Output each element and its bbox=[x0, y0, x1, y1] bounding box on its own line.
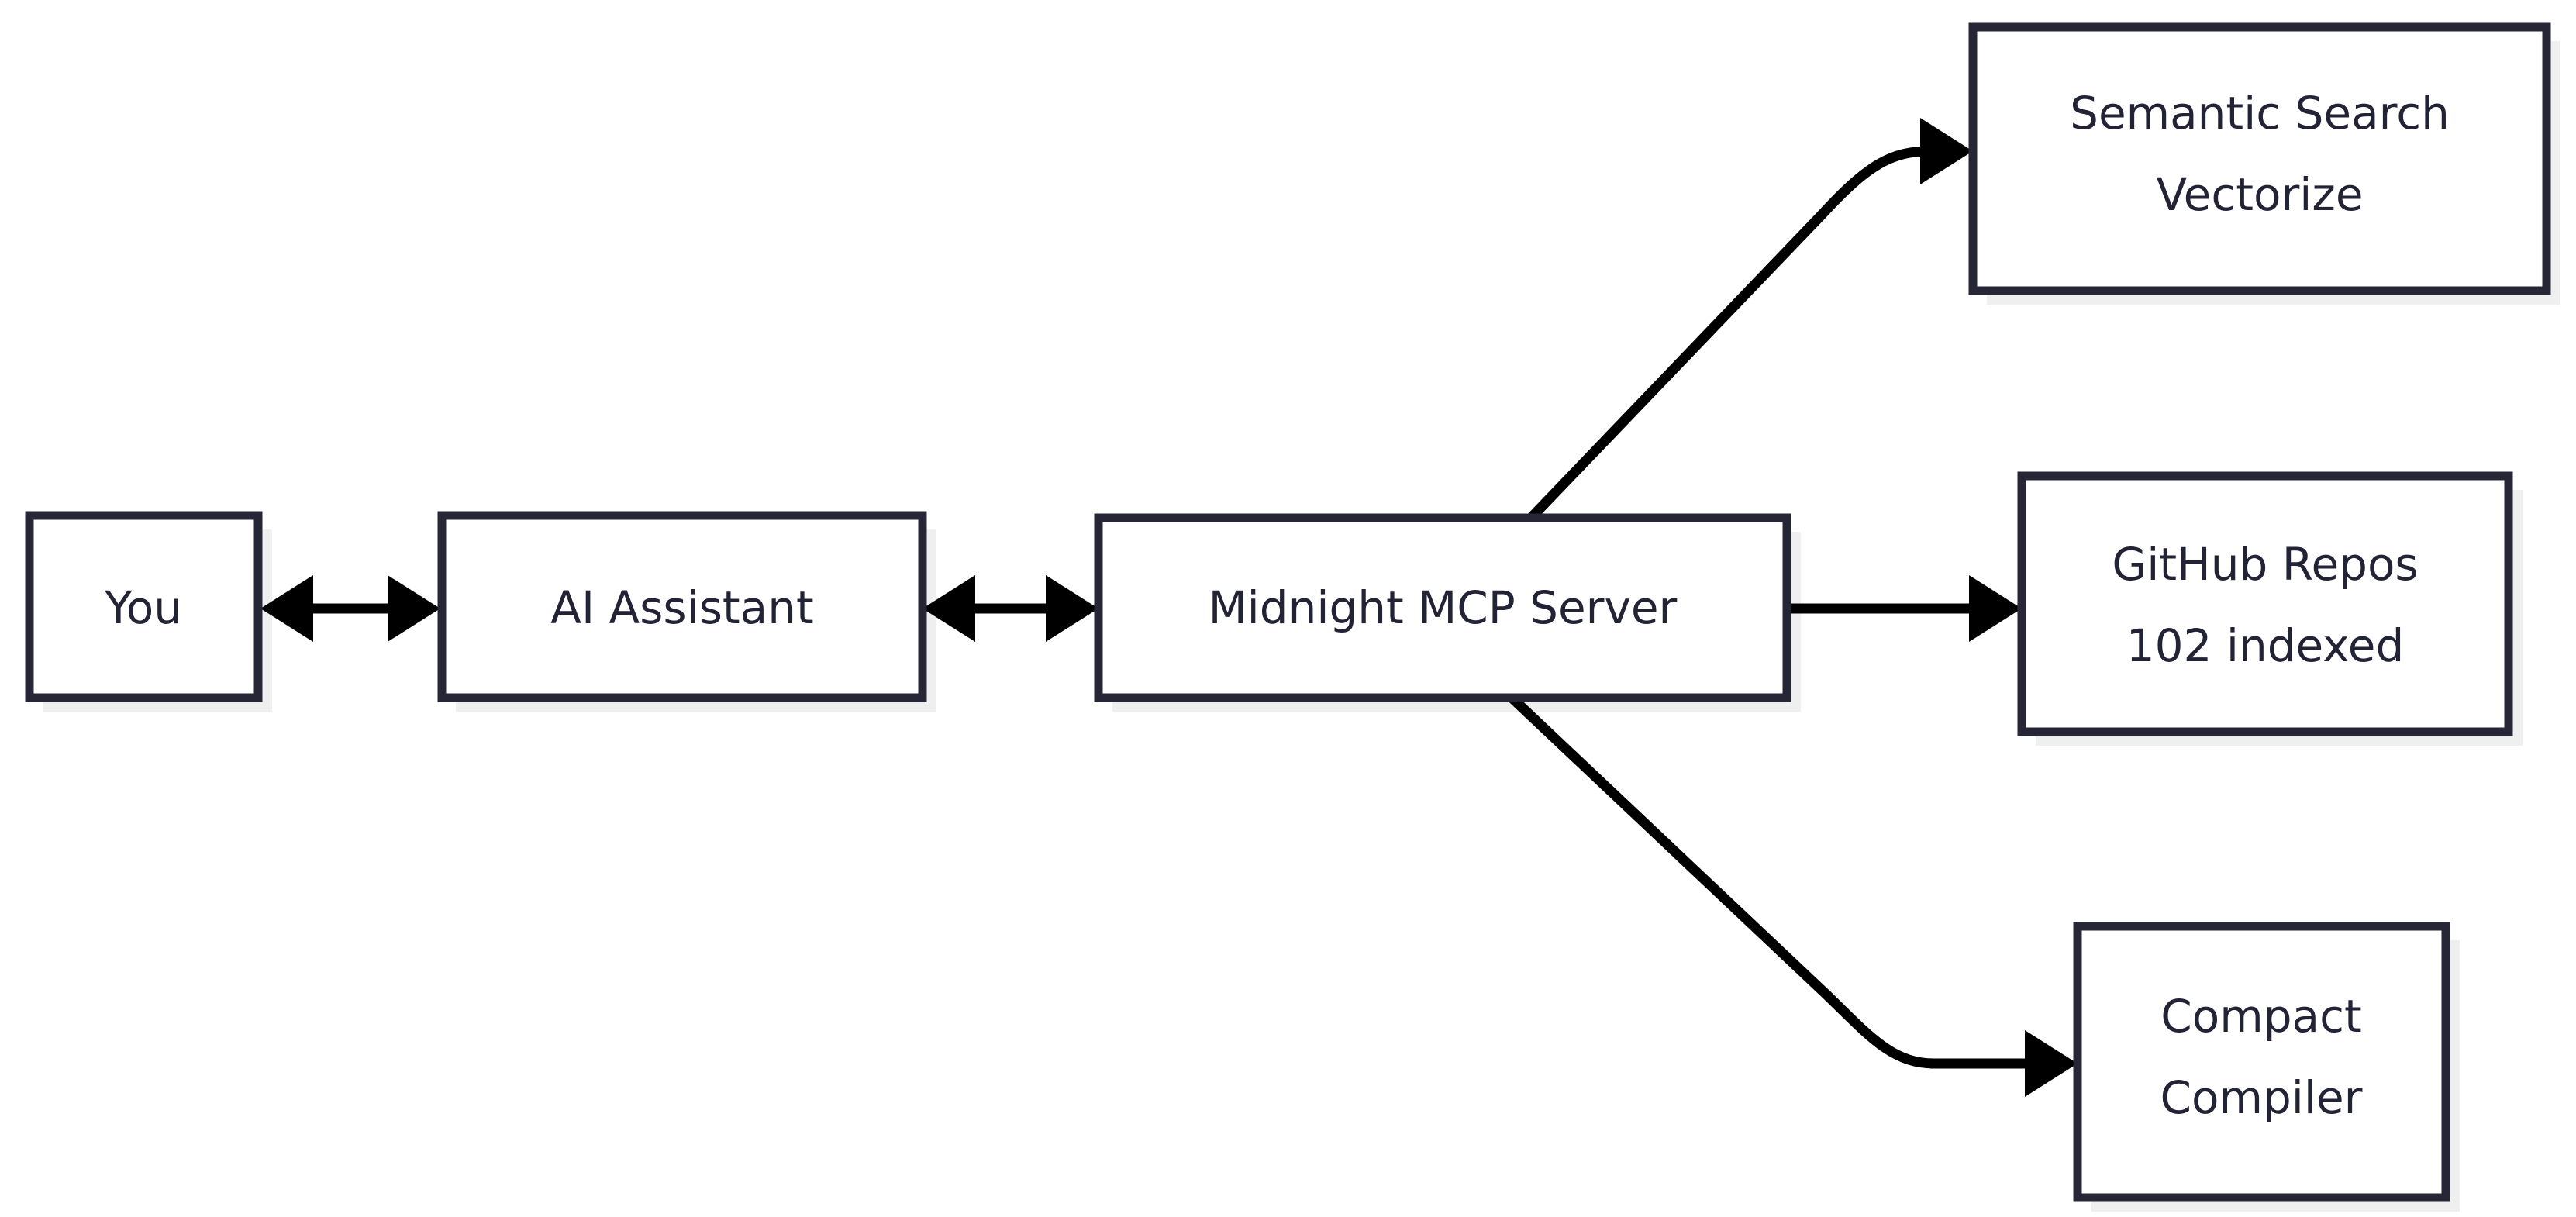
you-node-label: You bbox=[104, 581, 182, 634]
ai-assistant-node-label: AI Assistant bbox=[550, 581, 813, 634]
semantic-search-vectorize-node-label-line2: Vectorize bbox=[2156, 168, 2363, 221]
node-layer: You AI Assistant Midnight MCP Server Sem… bbox=[25, 22, 2551, 1202]
edge-you-to-ai-assistant bbox=[260, 575, 440, 642]
you-node-box[interactable] bbox=[25, 511, 263, 702]
edge-ai-mcp-arrowhead-right bbox=[1046, 575, 1098, 642]
edge-mcp-github-arrowhead bbox=[1969, 575, 2022, 642]
edge-mcp-server-to-semantic-search bbox=[1527, 118, 1973, 522]
semantic-search-vectorize-node-box[interactable] bbox=[1968, 22, 2551, 295]
edge-you-ai-arrowhead-right bbox=[388, 575, 440, 642]
edge-ai-assistant-to-mcp-server bbox=[922, 575, 1098, 642]
midnight-mcp-server-node-box[interactable] bbox=[1094, 513, 1791, 702]
compact-compiler-node[interactable]: Compact Compiler bbox=[2073, 922, 2450, 1202]
midnight-mcp-server-node[interactable]: Midnight MCP Server bbox=[1094, 513, 1791, 702]
edge-mcp-server-to-github-repos bbox=[1787, 575, 2022, 642]
compact-compiler-node-label-line1: Compact bbox=[2160, 990, 2361, 1043]
midnight-mcp-server-node-label: Midnight MCP Server bbox=[1209, 581, 1678, 634]
edge-mcp-semantic-line bbox=[1527, 146, 1931, 522]
edge-you-ai-arrowhead-left bbox=[260, 575, 313, 642]
github-repos-node-box[interactable] bbox=[2017, 471, 2513, 736]
ai-assistant-node-box[interactable] bbox=[437, 511, 927, 702]
semantic-search-vectorize-node[interactable]: Semantic Search Vectorize bbox=[1968, 22, 2551, 295]
edge-mcp-semantic-arrowhead bbox=[1920, 118, 1973, 184]
edge-layer bbox=[260, 118, 2078, 1097]
edge-mcp-compact-line bbox=[1508, 694, 1935, 1069]
github-repos-node[interactable]: GitHub Repos 102 indexed bbox=[2017, 471, 2513, 736]
github-repos-node-label-line2: 102 indexed bbox=[2126, 619, 2405, 672]
compact-compiler-node-label-line2: Compiler bbox=[2160, 1071, 2362, 1124]
compact-compiler-node-box[interactable] bbox=[2073, 922, 2450, 1202]
semantic-search-vectorize-node-label-line1: Semantic Search bbox=[2070, 87, 2450, 140]
ai-assistant-node[interactable]: AI Assistant bbox=[437, 511, 927, 702]
edge-mcp-server-to-compact-compiler bbox=[1508, 694, 2078, 1097]
github-repos-node-label-line1: GitHub Repos bbox=[2112, 538, 2418, 591]
you-node[interactable]: You bbox=[25, 511, 263, 702]
edge-mcp-compact-arrowhead bbox=[2025, 1030, 2078, 1097]
edge-ai-mcp-arrowhead-left bbox=[922, 575, 975, 642]
